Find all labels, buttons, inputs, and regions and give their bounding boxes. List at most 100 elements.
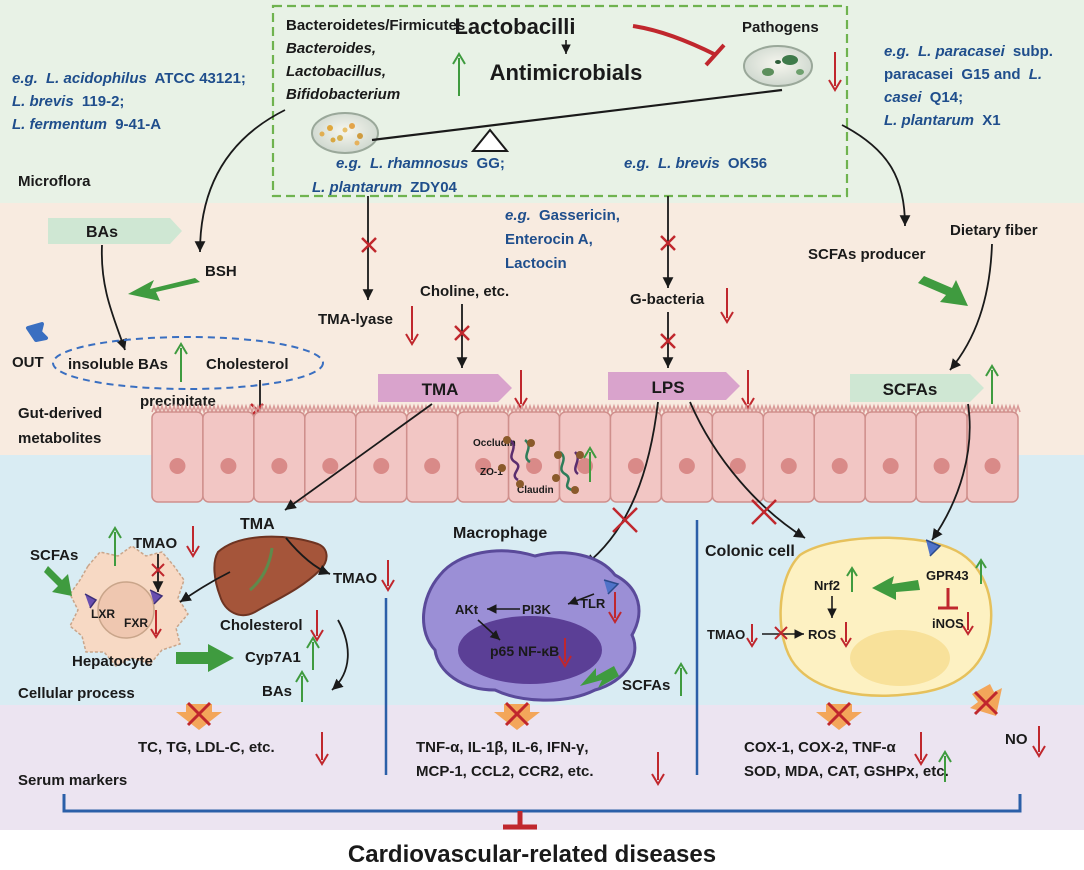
region-label-gut2: metabolites — [18, 430, 101, 447]
down-arrow-icon — [962, 625, 974, 636]
down-arrow-icon — [608, 611, 622, 624]
green-block-arrow-hep — [44, 566, 72, 596]
epithelial-nucleus — [627, 458, 644, 474]
bas-tag-label: BAs — [86, 224, 118, 241]
arrow-fiber-to-scfas — [949, 243, 993, 371]
genus-bacteroides: Bacteroides, — [286, 40, 376, 57]
down-arrow-icon — [651, 773, 665, 786]
epithelial-nucleus — [933, 458, 950, 474]
up-arrow-icon — [846, 566, 858, 577]
bottom-bracket — [62, 794, 1022, 813]
up-arrow-icon — [452, 52, 466, 65]
epithelial-nucleus — [475, 458, 492, 474]
colonic-title: Colonic cell — [705, 543, 795, 560]
liver-icon — [213, 535, 328, 617]
epithelial-cell — [304, 411, 357, 503]
tight-junction-icon — [498, 436, 584, 494]
serum-right-1: COX-1, COX-2, TNF-α — [744, 739, 897, 756]
nrf2-label: Nrf2 — [814, 578, 840, 593]
receptor-icon — [925, 539, 942, 557]
zo1-label: ZO-1 — [480, 467, 503, 478]
akt-label: AKt — [455, 602, 479, 617]
tma-tag — [378, 374, 512, 402]
dietary-fiber-label: Dietary fiber — [950, 222, 1038, 239]
inhibit-bar — [704, 43, 726, 67]
green-block-arrow-mac — [580, 666, 619, 688]
balance-fulcrum — [470, 128, 510, 152]
region-footer — [0, 830, 1084, 870]
arrow-scfas-to-gpr43 — [931, 403, 971, 541]
inhibit-arrow-icon — [632, 24, 717, 57]
arrow — [284, 403, 433, 511]
cross-mark-icon — [612, 499, 777, 533]
down-arrow-icon — [150, 628, 162, 639]
down-arrow-icon — [840, 637, 852, 648]
epithelial-cell — [405, 411, 459, 503]
epithelial-nucleus — [729, 458, 746, 474]
down-arrow-icon — [828, 79, 842, 92]
plantarum-example: L. plantarum ZDY04 — [312, 179, 458, 196]
receptor-icon — [84, 593, 98, 609]
claudin-label: Claudin — [517, 485, 554, 496]
bacteriocins-1: e.g. Gassericin, — [505, 207, 620, 224]
arrow-cholesterol-to-bas — [331, 619, 349, 691]
bacteriocins-3: Lactocin — [505, 255, 567, 272]
genus-lactobacillus: Lactobacillus, — [286, 63, 386, 80]
left-example-2: L. brevis 119-2; — [12, 93, 124, 110]
hepatocyte-label: Hepatocyte — [72, 653, 153, 670]
lumen-ellipse — [52, 336, 324, 390]
region-label-microflora: Microflora — [18, 173, 91, 190]
bacteriocins-2: Enterocin A, — [505, 231, 593, 248]
down-arrow-icon — [186, 545, 200, 558]
antimicrobials-label: Antimicrobials — [490, 60, 643, 85]
fxr-label: FXR — [124, 616, 148, 630]
arrow-lps-to-colonic — [689, 401, 806, 539]
arrow-left-to-bsh — [194, 109, 286, 253]
epithelial-cell — [253, 411, 306, 503]
liver-cholesterol-label: Cholesterol — [220, 617, 303, 634]
liver-vessel — [249, 547, 274, 592]
rhamnosus-example: e.g. L. rhamnosus GG; — [336, 155, 505, 172]
precipitate-label: precipitate — [140, 393, 216, 410]
blocked-arrow-mid — [494, 701, 540, 730]
arrow-liver-to-hepatocyte — [179, 571, 231, 603]
right-example-4: L. plantarum X1 — [884, 112, 1001, 129]
down-arrow-icon — [381, 579, 395, 592]
nfkb-label: p65 NF-κB — [490, 643, 559, 659]
down-arrow-icon — [914, 753, 928, 766]
epithelial-nucleus — [882, 458, 899, 474]
brevis-example: e.g. L. brevis OK56 — [624, 155, 767, 172]
colonic-nucleus — [850, 630, 950, 686]
lactobacilli-label: Lactobacilli — [454, 14, 575, 39]
hepatocyte-nucleus — [97, 581, 155, 639]
blocked-arrow-right — [816, 701, 862, 730]
bacteroidetes-label: Bacteroidetes/Firmicutes — [286, 17, 465, 34]
liver-tma-label: TMA — [240, 516, 275, 533]
receptor-icon — [603, 579, 620, 595]
arrow-right-to-scfas-producer — [841, 124, 911, 227]
up-arrow-icon — [174, 342, 188, 355]
down-arrow-icon — [1032, 745, 1046, 758]
blocked-arrow-left — [176, 701, 222, 730]
cyp7a1-label: Cyp7A1 — [245, 649, 301, 666]
up-arrow-icon — [674, 662, 688, 675]
bas-tag — [48, 218, 182, 244]
right-example-1: e.g. L. paracasei subp. — [884, 43, 1053, 60]
up-arrow-icon — [295, 670, 309, 683]
serum-mid-1: TNF-α, IL-1β, IL-6, IFN-γ, — [416, 739, 589, 756]
macrophage-title: Macrophage — [453, 525, 547, 542]
down-arrow-icon — [558, 655, 572, 668]
cholesterol-lumen-label: Cholesterol — [206, 356, 289, 373]
serum-no: NO — [1005, 731, 1028, 748]
scfas-producer-label: SCFAs producer — [808, 246, 926, 263]
epithelial-nucleus — [526, 458, 543, 474]
epithelial-nucleus — [424, 458, 441, 474]
pathogens-label: Pathogens — [742, 19, 819, 36]
tma-lyase-label: TMA-lyase — [318, 311, 393, 328]
lxr-label: LXR — [91, 607, 115, 621]
epithelial-cell — [864, 411, 917, 503]
up-arrow-icon — [985, 364, 999, 377]
genus-bifidobacterium: Bifidobacterium — [286, 86, 400, 103]
serum-mid-2: MCP-1, CCL2, CCR2, etc. — [416, 763, 594, 780]
